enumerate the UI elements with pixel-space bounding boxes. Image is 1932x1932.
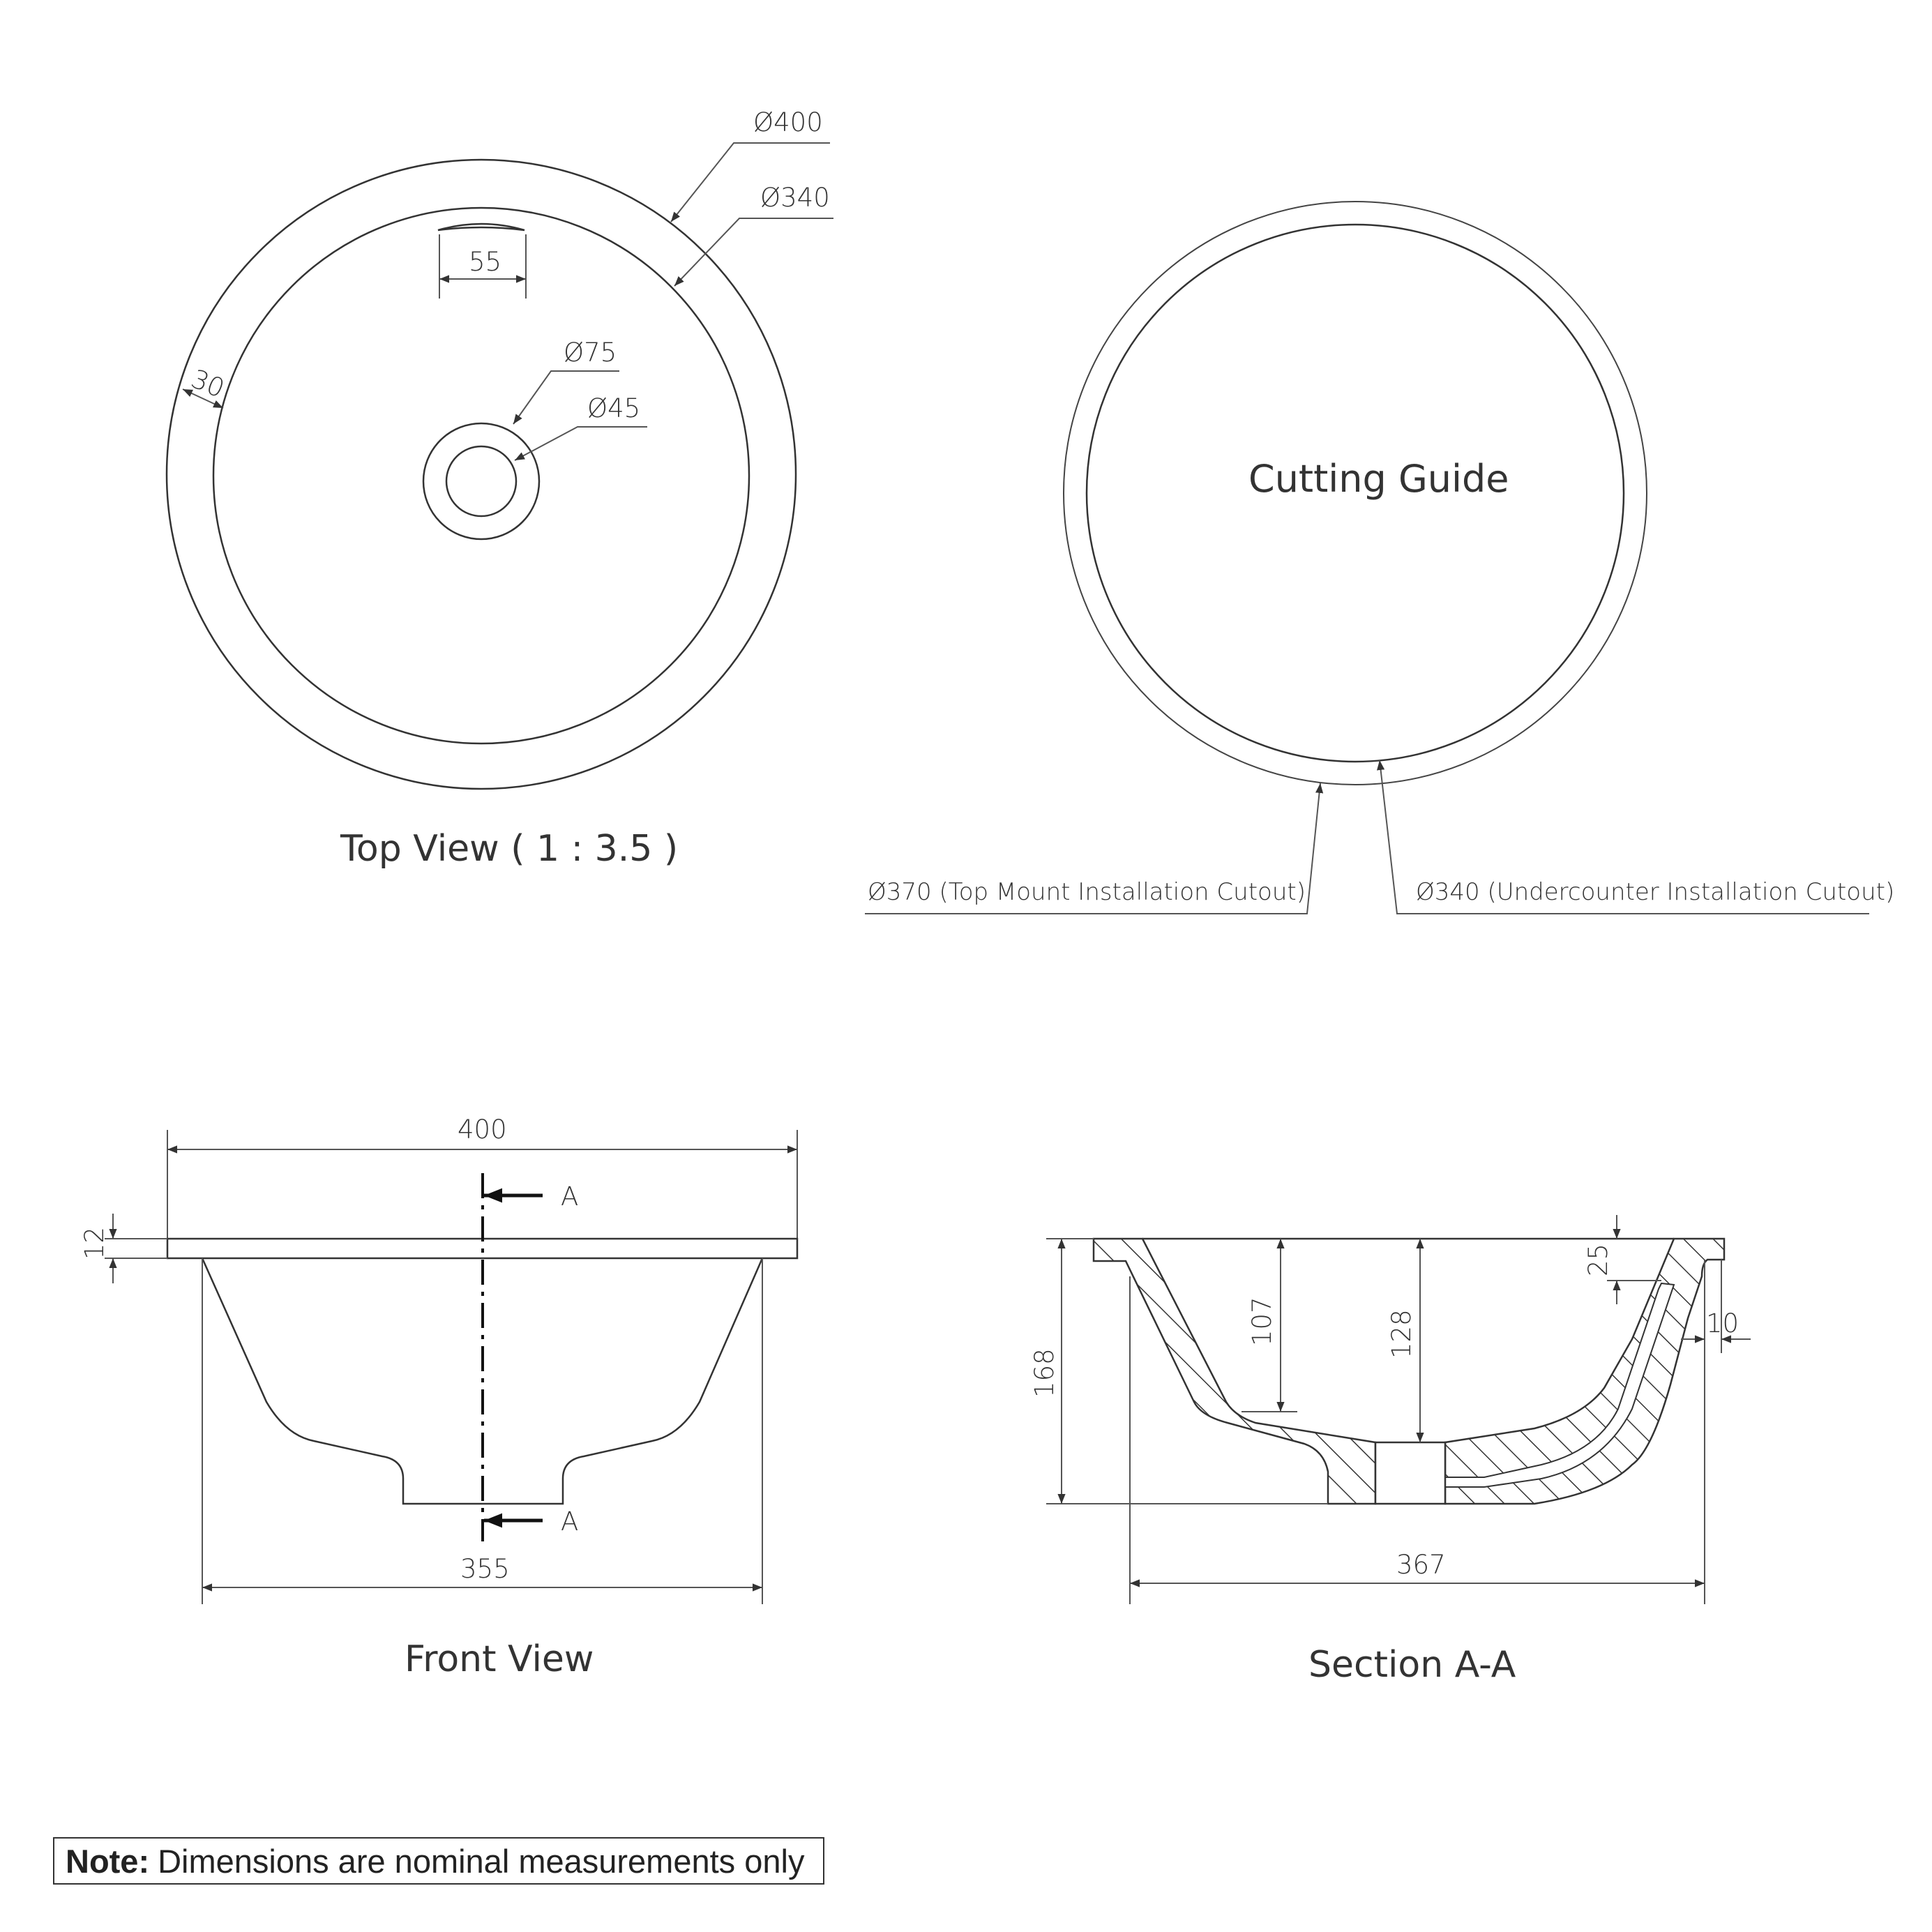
inner-bowl-circle	[212, 206, 750, 745]
section-title: Section A-A	[1308, 1644, 1516, 1686]
outer-rim-circle	[165, 158, 797, 790]
dim-drain-outer-label: Ø75	[564, 338, 617, 368]
section-marker-bottom: A	[561, 1507, 578, 1537]
section-view: 168 107 128 25 10 367 Section A-A	[1029, 1215, 1751, 1686]
leader-top-mount	[865, 783, 1324, 914]
undercounter-label: Ø340 (Undercounter Installation Cutout)	[1416, 878, 1894, 906]
section-overflow-channel	[1408, 1282, 1675, 1488]
sec-depth-b-label: 128	[1387, 1309, 1417, 1359]
dim-overflow-label: 55	[469, 247, 501, 277]
section-right-wall	[1444, 1237, 1726, 1505]
leader-inner	[674, 218, 833, 287]
undercounter-cutout-circle	[1085, 223, 1625, 763]
sec-height-label: 168	[1029, 1348, 1059, 1398]
note-box: Note: Dimensions are nominal measurement…	[53, 1837, 824, 1885]
front-view-title: Front View	[405, 1638, 594, 1680]
front-width-label: 400	[458, 1115, 507, 1145]
sec-lip-label: 25	[1583, 1244, 1613, 1276]
section-marker-top: A	[561, 1182, 578, 1212]
leader-undercounter	[1377, 760, 1869, 914]
overflow-slot	[437, 222, 525, 232]
dim-drain-inner-label: Ø45	[587, 393, 640, 423]
cutting-guide-title: Cutting Guide	[1248, 457, 1509, 501]
rim-dim-line	[182, 388, 224, 409]
cutting-guide: Cutting Guide Ø370 (Top Mount Installati…	[865, 201, 1894, 914]
dim-inner-label: Ø340	[760, 183, 830, 213]
leader-drain-inner	[514, 426, 647, 461]
sec-depth-a-label: 107	[1247, 1297, 1277, 1346]
front-body-profile	[201, 1258, 764, 1505]
front-rim-label: 12	[80, 1227, 110, 1260]
top-view-title: Top View ( 1 : 3.5 )	[340, 828, 678, 870]
note-label: Note:	[66, 1842, 150, 1880]
drain-outer-circle	[422, 422, 541, 541]
drain-inner-circle	[445, 445, 518, 518]
dim-outer-label: Ø400	[753, 107, 823, 137]
section-left-wall	[1092, 1237, 1377, 1505]
leader-outer	[670, 142, 830, 222]
top-mount-cutout-circle	[1063, 201, 1647, 785]
sec-wall-label: 10	[1706, 1308, 1739, 1338]
top-mount-label: Ø370 (Top Mount Installation Cutout)	[868, 878, 1306, 906]
leader-drain-outer	[513, 370, 619, 425]
note-text: Dimensions are nominal measurements only	[158, 1842, 805, 1880]
front-view: 400 12 A A 355 Front View	[80, 1115, 799, 1680]
front-base-label: 355	[460, 1554, 510, 1584]
sec-width-label: 367	[1396, 1550, 1446, 1580]
dim-rim-label: 30	[187, 363, 229, 404]
section-drain	[1374, 1441, 1447, 1505]
top-view: Ø400 Ø340 30 55 Ø75 Ø45 Top View ( 1 : 3…	[165, 107, 833, 870]
